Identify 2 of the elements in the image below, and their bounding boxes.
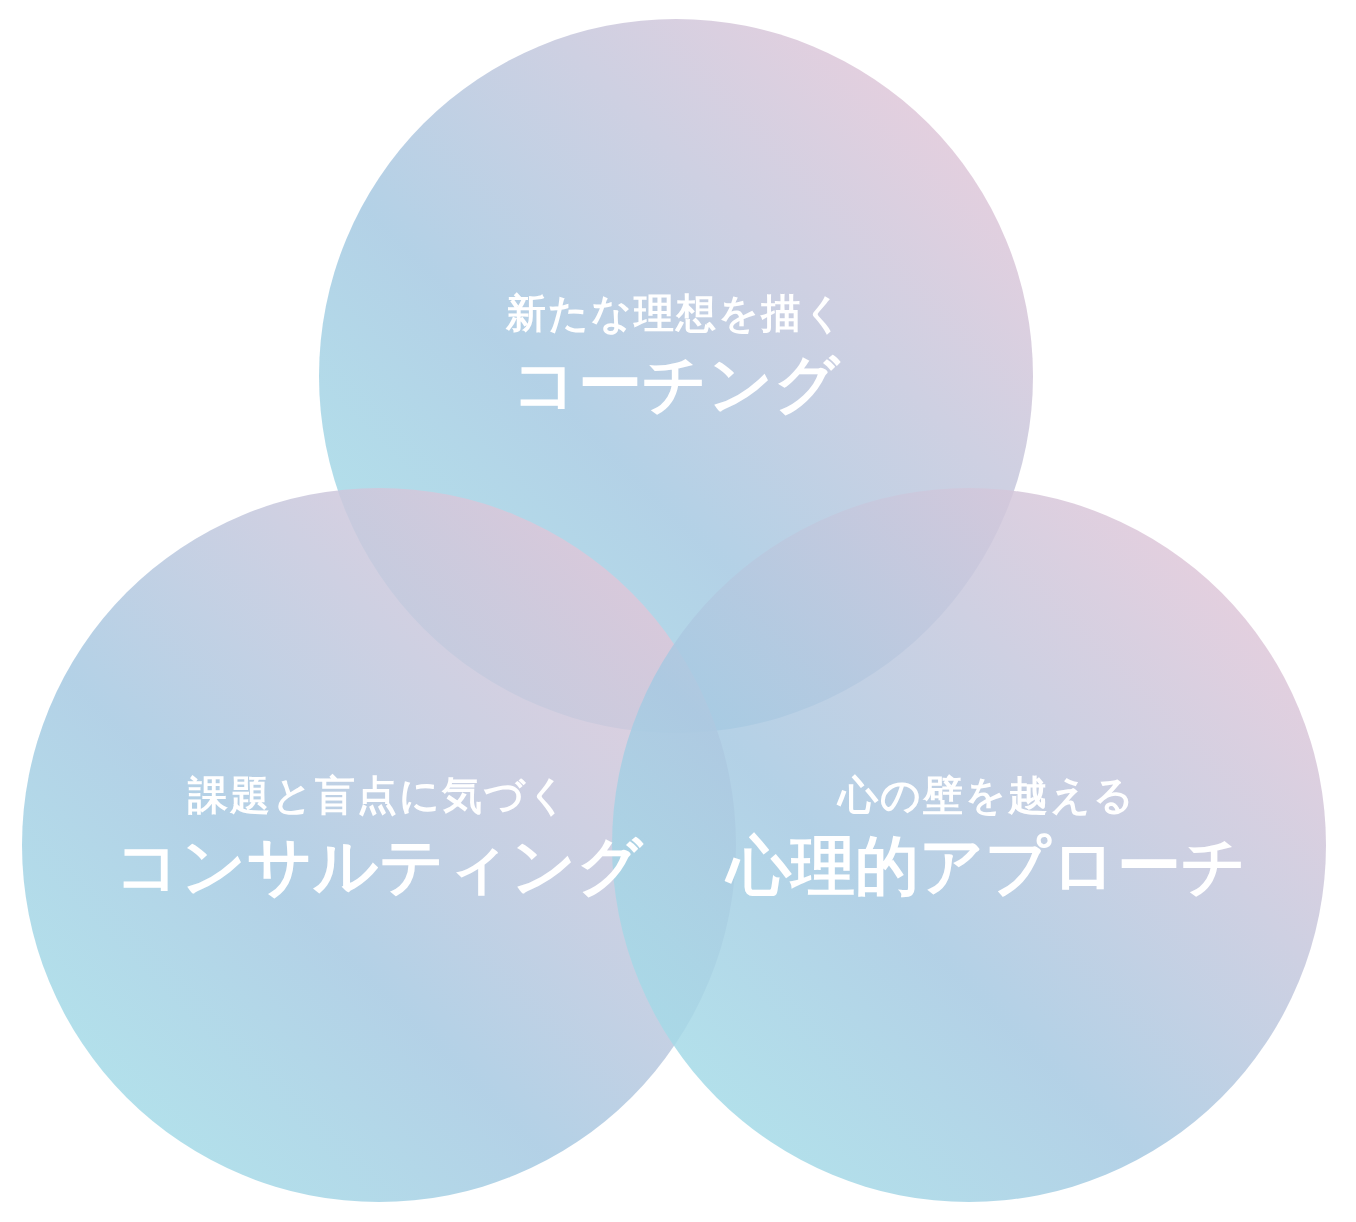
circle-title: コーチング	[512, 346, 840, 423]
circle-title: コンサルティング	[115, 828, 643, 905]
